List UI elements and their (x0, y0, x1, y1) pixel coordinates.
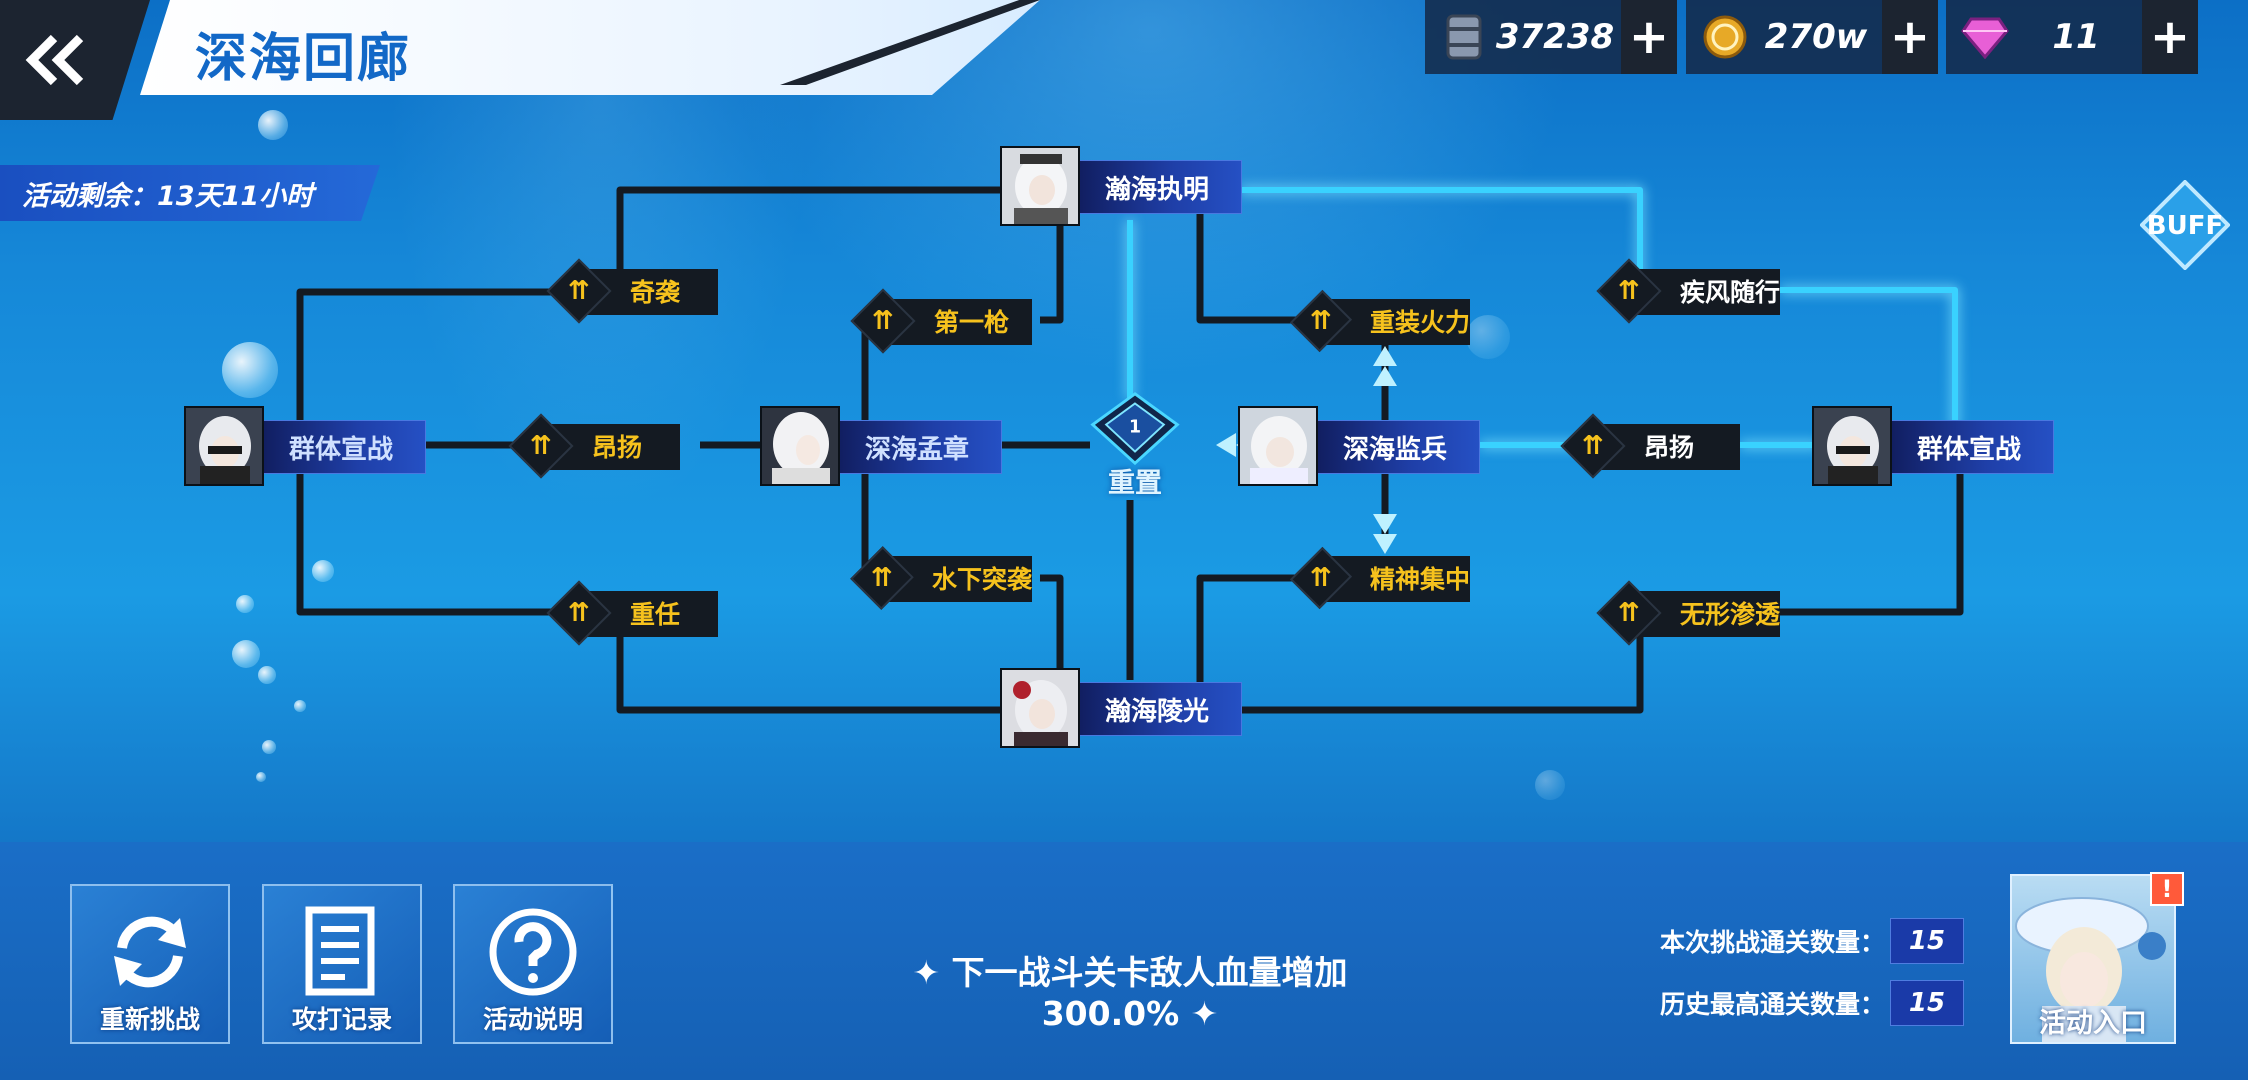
node-shuixiatuxi[interactable]: ⇈ 水下突袭 (850, 546, 1032, 610)
hero-portrait (184, 406, 264, 486)
bubble (236, 595, 254, 613)
bubble (258, 666, 276, 684)
hero-portrait (1000, 146, 1080, 226)
bubble (222, 342, 278, 398)
hero-name: 深海孟章 (832, 420, 1002, 474)
bubble (262, 740, 276, 754)
hero-portrait (1812, 406, 1892, 486)
hero-node-bottom[interactable]: 瀚海陵光 (1000, 668, 1250, 748)
diamond-icon (1960, 12, 2010, 62)
node-qixi[interactable]: ⇈ 奇袭 (546, 258, 718, 324)
oil-value: 37238 (1495, 17, 1615, 57)
node-jifengsuixing[interactable]: ⇈ 疾风随行 (1596, 258, 1780, 324)
currency-coin: 270w + (1686, 0, 1938, 74)
bubble (1535, 770, 1565, 800)
event-info-button[interactable]: 活动说明 (453, 884, 613, 1044)
bubble (258, 110, 288, 140)
coin-value: 270w (1764, 17, 1868, 57)
node-label: 昂扬 (1644, 433, 1695, 462)
add-gem-button[interactable]: + (2142, 0, 2198, 74)
node-label: 奇袭 (630, 278, 681, 307)
buff-label: BUFF (2147, 211, 2223, 241)
bubble (1466, 315, 1510, 359)
stat-value: 15 (1890, 918, 1964, 964)
battle-record-button[interactable]: 攻打记录 (262, 884, 422, 1044)
hero-portrait (760, 406, 840, 486)
node-angyang-left[interactable]: ⇈ 昂扬 (508, 413, 680, 479)
bubble (256, 772, 266, 782)
hero-name: 深海监兵 (1310, 420, 1480, 474)
node-diyiqiang[interactable]: ⇈ 第一枪 (850, 288, 1032, 354)
alert-badge: ! (2150, 872, 2184, 906)
hero-name: 瀚海陵光 (1072, 682, 1242, 736)
event-info-label: 活动说明 (482, 1005, 583, 1034)
reset-hub-button[interactable]: 1 重置 (1085, 390, 1185, 500)
buff-button[interactable]: BUFF (2140, 180, 2230, 270)
event-entry-label: 活动入口 (2039, 1008, 2147, 1039)
node-jingshenjizhong[interactable]: ⇈ 精神集中 (1289, 546, 1470, 610)
currency-oil: 37238 + (1425, 0, 1677, 74)
retry-label: 重新挑战 (99, 1005, 200, 1034)
node-label: 精神集中 (1369, 565, 1470, 594)
character-portrait (2015, 897, 2166, 1042)
reset-label: 重置 (1108, 468, 1162, 499)
hero-name: 群体宣战 (256, 420, 426, 474)
buff-icon: BUFF (2140, 180, 2230, 270)
hero-node-left[interactable]: 群体宣战 (184, 406, 434, 486)
node-angyang-right[interactable]: ⇈ 昂扬 (1560, 413, 1740, 479)
question-icon (485, 904, 581, 1000)
node-zhongzhuanghuoli[interactable]: ⇈ 重装火力 (1289, 289, 1470, 353)
cube-icon: 1 (1090, 392, 1180, 466)
hero-node-mid[interactable]: 深海孟章 (760, 406, 1010, 486)
next-battle-notice: ✦ 下一战斗关卡敌人血量增加300.0% ✦ (912, 953, 1348, 1033)
double-chevron-left-icon (25, 34, 84, 86)
node-label: 无形渗透 (1679, 600, 1780, 629)
hero-portrait (1000, 668, 1080, 748)
refresh-icon (102, 904, 198, 1000)
battle-record-label: 攻打记录 (291, 1005, 392, 1034)
gold-coin-icon (1700, 12, 1750, 62)
node-label: 疾风随行 (1679, 278, 1780, 307)
hero-node-right-mid[interactable]: 深海监兵 (1238, 406, 1488, 486)
hero-portrait (1238, 406, 1318, 486)
hub-number: 1 (1129, 417, 1141, 437)
bubble (294, 700, 306, 712)
event-timer: 活动剩余：13天11小时 (0, 165, 380, 221)
bubble (232, 640, 260, 668)
stat-value: 15 (1890, 980, 1964, 1026)
gem-value: 11 (2052, 17, 2100, 57)
stat-label: 本次挑战通关数量： (1660, 928, 1886, 957)
hero-name: 瀚海执明 (1072, 160, 1242, 214)
node-wuxingshentou[interactable]: ⇈ 无形渗透 (1596, 580, 1780, 646)
retry-button[interactable]: 重新挑战 (70, 884, 230, 1044)
document-icon (294, 904, 390, 1000)
hero-node-right[interactable]: 群体宣战 (1812, 406, 2062, 486)
stat-label: 历史最高通关数量： (1660, 990, 1886, 1019)
node-label: 重装火力 (1369, 308, 1470, 337)
bubble (312, 560, 334, 582)
add-coin-button[interactable]: + (1882, 0, 1938, 74)
node-label: 昂扬 (592, 433, 643, 462)
node-zhongren[interactable]: ⇈ 重任 (546, 580, 718, 646)
node-label: 重任 (630, 600, 681, 629)
hero-name: 群体宣战 (1884, 420, 2054, 474)
oil-barrel-icon (1439, 12, 1489, 62)
page-title: 深海回廊 (195, 29, 412, 89)
node-label: 水下突袭 (931, 565, 1032, 594)
current-clear-count: 本次挑战通关数量： 15 (1660, 918, 1964, 964)
best-clear-count: 历史最高通关数量： 15 (1660, 980, 1964, 1026)
node-label: 第一枪 (934, 308, 1010, 337)
event-entry-button[interactable]: 活动入口 (2010, 874, 2176, 1044)
currency-gem: 11 + (1946, 0, 2198, 74)
hero-node-top[interactable]: 瀚海执明 (1000, 146, 1250, 226)
add-oil-button[interactable]: + (1621, 0, 1677, 74)
